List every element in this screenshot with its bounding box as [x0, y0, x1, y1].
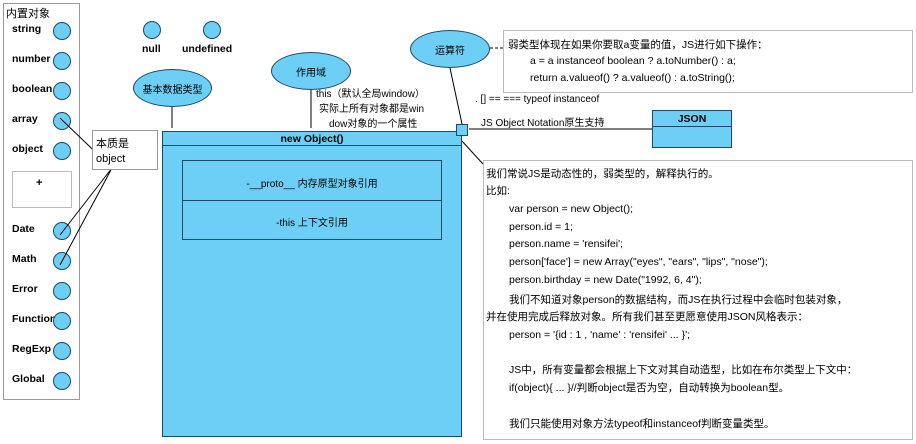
builtin-circle-global[interactable]: [53, 372, 71, 390]
main-note-line-12: if(object){ ... }//判断object是否为空，自动转换为boo…: [509, 382, 790, 394]
main-note-line-3: var person = new Object();: [509, 203, 634, 215]
new-object-header-line: [162, 145, 462, 146]
undefined-circle[interactable]: [203, 21, 221, 39]
this-note-line-3: dow对象的一个属性: [329, 119, 418, 130]
new-object-box[interactable]: [162, 131, 462, 437]
essence-line-2: object: [96, 153, 126, 165]
plus-label: +: [36, 177, 43, 189]
main-note-line-13: 我们只能使用对象方法typeof和instanceof判断变量类型。: [509, 418, 775, 430]
weak-typing-note: [503, 30, 913, 93]
weak-line-2: a = a instanceof boolean ? a.toNumber() …: [530, 55, 736, 67]
main-note-line-11: JS中，所有变量都会根据上下文对其自动造型，比如在布尔类型上下文中：: [509, 364, 858, 376]
builtin-label-global: Global: [12, 373, 45, 385]
builtin-label-math: Math: [12, 253, 37, 265]
this-note-line-2: 实际上所有对象都是win: [319, 104, 425, 115]
new-object-title: new Object(): [280, 133, 344, 145]
connector-handle[interactable]: [456, 124, 468, 136]
main-note-line-8: 我们不知道对象person的数据结构，而JS在执行过程中会临时包装对象，: [509, 294, 848, 306]
json-label: JSON: [677, 113, 707, 125]
weak-line-3: return a.valueof() ? a.valueof() : a.toS…: [530, 72, 735, 84]
builtin-circle-regexp[interactable]: [53, 342, 71, 360]
null-label: null: [142, 43, 161, 55]
json-box[interactable]: [652, 110, 732, 148]
main-note: [483, 160, 913, 440]
new-object-inner-divider: [182, 200, 442, 201]
builtin-label-number: number: [12, 53, 51, 65]
builtin-label-object: object: [12, 143, 43, 155]
json-header-line: [652, 126, 732, 127]
builtin-label-regexp: RegExp: [12, 343, 52, 355]
null-circle[interactable]: [143, 21, 161, 39]
scope-ellipse[interactable]: 作用域: [271, 52, 351, 90]
operator-label: 运算符: [435, 45, 465, 57]
scope-label: 作用域: [296, 67, 326, 79]
operators-text: . [] == === typeof instanceof: [475, 94, 600, 105]
main-note-line-1: 我们常说JS是动态性的，弱类型的，解释执行的。: [486, 168, 719, 180]
builtin-circle-function[interactable]: [53, 312, 71, 330]
this-ref: -this 上下文引用: [276, 218, 348, 229]
main-note-line-2: 比如:: [486, 185, 510, 197]
essence-line-1: 本质是: [96, 138, 129, 150]
weak-line-1: 弱类型体现在如果你要取a变量的值，JS进行如下操作：: [508, 39, 768, 51]
this-note-line-1: this（默认全局window）: [316, 89, 425, 100]
builtin-circle-string[interactable]: [53, 22, 71, 40]
builtin-label-date: Date: [12, 223, 35, 235]
builtin-objects-title: 内置对象: [6, 8, 50, 20]
main-note-line-10: person = '{id : 1 , 'name' : 'rensifei' …: [509, 329, 690, 341]
builtin-label-array: array: [12, 113, 38, 125]
builtin-label-function: Function: [12, 313, 57, 325]
builtin-circle-object[interactable]: [53, 142, 71, 160]
undefined-label: undefined: [182, 43, 233, 55]
main-note-line-4: person.id = 1;: [509, 221, 573, 233]
builtin-label-boolean: boolean: [12, 83, 53, 95]
json-desc: JS Object Notation原生支持: [481, 118, 605, 129]
basic-types-label: 基本数据类型: [142, 84, 203, 96]
main-note-line-9: 并在使用完成后释放对象。所有我们甚至更愿意使用JSON风格表示：: [486, 311, 809, 323]
basic-types-ellipse[interactable]: 基本数据类型: [133, 69, 212, 107]
main-note-line-5: person.name = 'rensifei';: [509, 238, 624, 250]
main-note-line-7: person.birthday = new Date("1992, 6, 4")…: [509, 274, 702, 286]
proto-ref: -__proto__ 内存原型对象引用: [246, 179, 378, 190]
builtin-circle-array[interactable]: [53, 112, 71, 130]
main-note-line-6: person['face'] = new Array("eyes", "ears…: [509, 256, 768, 268]
plus-box[interactable]: [12, 171, 72, 208]
builtin-label-error: Error: [12, 283, 38, 295]
builtin-label-string: string: [12, 23, 42, 35]
builtin-circle-error[interactable]: [53, 282, 71, 300]
builtin-circle-boolean[interactable]: [53, 82, 71, 100]
essence-note: [92, 130, 158, 170]
operator-ellipse[interactable]: 运算符: [410, 30, 490, 68]
builtin-circle-number[interactable]: [53, 52, 71, 70]
